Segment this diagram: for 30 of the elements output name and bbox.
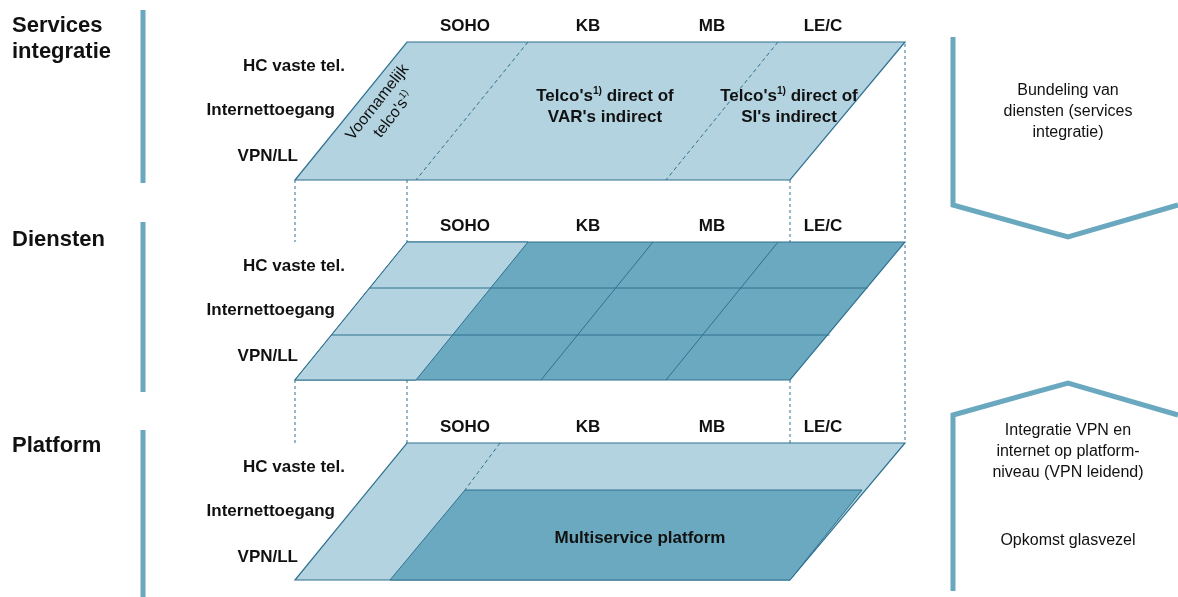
layer-heading: Platform <box>12 432 103 459</box>
row-label: VPN/LL <box>236 146 298 166</box>
description-text: Integratie VPN en internet op platform-niveau (VPN leidend) <box>991 420 1145 482</box>
column-label: KB <box>574 16 602 36</box>
layer-heading: Diensten <box>12 226 106 253</box>
layer-heading: Services integratie <box>12 12 113 65</box>
plane-label: Telco's$^{1)}$ direct of SI's indirect <box>713 85 865 128</box>
row-label: HC vaste tel. <box>241 457 345 477</box>
column-label: MB <box>697 16 727 36</box>
column-label: SOHO <box>438 16 492 36</box>
row-label: Internettoegang <box>205 100 335 120</box>
column-label: SOHO <box>438 216 492 236</box>
row-label: HC vaste tel. <box>241 256 345 276</box>
row-label: Internettoegang <box>205 501 335 521</box>
column-label: KB <box>574 417 602 437</box>
row-label: HC vaste tel. <box>241 56 345 75</box>
row-label: VPN/LL <box>236 346 298 366</box>
column-label: MB <box>697 417 727 437</box>
row-label: Internettoegang <box>205 300 335 320</box>
column-label: KB <box>574 216 602 236</box>
description-text: Bundeling van diensten (services integratie) <box>1003 80 1133 142</box>
plane-label: Multiservice platform <box>520 527 760 549</box>
row-label: VPN/LL <box>236 547 298 567</box>
column-label: SOHO <box>438 417 492 437</box>
column-label: LE/C <box>802 216 844 236</box>
column-label: LE/C <box>802 16 844 36</box>
column-label: LE/C <box>802 417 844 437</box>
plane-label: Telco's$^{1)}$ direct of VAR's indirect <box>520 85 690 128</box>
column-label: MB <box>697 216 727 236</box>
description-text: Opkomst glasvezel <box>999 530 1137 550</box>
